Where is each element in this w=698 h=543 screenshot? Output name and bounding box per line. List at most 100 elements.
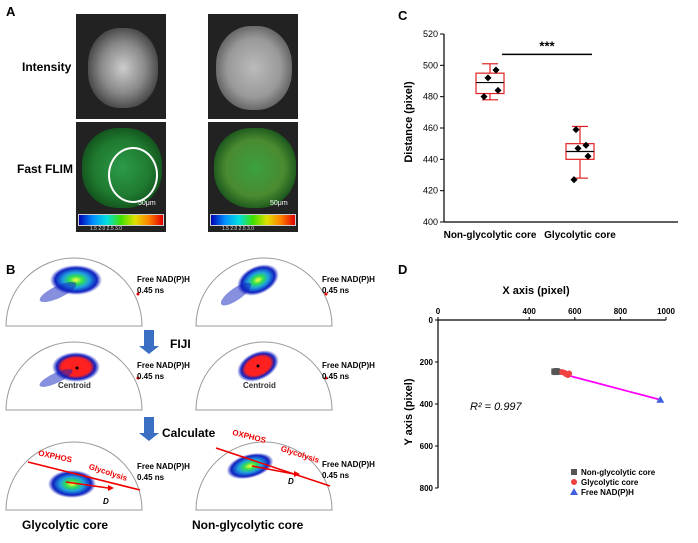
- centroid-label-a: Centroid: [58, 381, 91, 390]
- d-x-tick-label: 600: [568, 307, 582, 316]
- free-value-2a: 0.45 ns: [137, 372, 165, 381]
- semicircle-1b: [195, 257, 333, 327]
- phasor-blob-3b: [226, 452, 274, 480]
- c-y-tick-label: 420: [423, 186, 438, 196]
- c-x-categories: Non-glycolytic core Glycolytic core: [444, 230, 617, 241]
- d-y-tick-label: 800: [420, 484, 434, 493]
- d-marker-triangle: [570, 488, 578, 495]
- flim-image-right: 50μm 1.5 2.0 2.5 3.0: [208, 122, 298, 232]
- colorbar-ticks-left: 1.5 2.0 2.5 3.0: [90, 226, 122, 232]
- c-boxes: [475, 63, 595, 184]
- panel-a-label: A: [6, 4, 16, 19]
- d-marker-square: [571, 469, 577, 475]
- c-y-axis-label: Distance (pixel): [403, 81, 415, 163]
- free-label-1a: Free NAD(P)H: [137, 275, 190, 284]
- d-x-tick-label: 800: [614, 307, 628, 316]
- c-data-point: [494, 86, 502, 94]
- phasor-row-2: [5, 341, 333, 411]
- centroid-point-2a: [75, 366, 79, 370]
- row-label-fast-flim: Fast FLIM: [17, 162, 73, 176]
- free-value-1b: 0.45 ns: [322, 286, 350, 295]
- d-legend-label: Free NAD(P)H: [581, 488, 634, 497]
- c-y-tick-label: 500: [423, 60, 438, 70]
- d-r2-annotation: R² = 0.997: [470, 401, 523, 413]
- colorbar-right: [210, 214, 296, 226]
- bottom-label-glycolytic: Glycolytic core: [22, 518, 109, 532]
- c-data-point: [484, 74, 492, 82]
- step-calculate-label: Calculate: [162, 426, 216, 440]
- centroid-point-2b: [256, 364, 260, 368]
- d-x-tick-label: 0: [436, 307, 441, 316]
- d-marker-square: [554, 368, 561, 375]
- c-data-point: [574, 144, 582, 152]
- d-points: [551, 368, 665, 403]
- d-marker-triangle: [656, 395, 665, 403]
- centroid-label-b: Centroid: [243, 381, 276, 390]
- d-label-a: D: [103, 497, 109, 506]
- c-data-point: [492, 66, 500, 74]
- c-data-point: [572, 126, 580, 134]
- bottom-label-nonglycolytic: Non-glycolytic core: [192, 518, 304, 532]
- d-legend-label: Non-glycolytic core: [581, 468, 656, 477]
- c-data-point: [570, 176, 578, 184]
- free-nadh-point-1a: [136, 292, 140, 296]
- free-label-3b: Free NAD(P)H: [322, 460, 375, 469]
- free-label-1b: Free NAD(P)H: [322, 275, 375, 284]
- d-y-ticks: 0 200 400 600 800: [420, 316, 438, 493]
- phasor-row-1: [5, 257, 333, 327]
- scale-bar-label-left: 50μm: [138, 200, 156, 207]
- flim-image-left: 50μm 1.5 2.0 2.5 3.0: [76, 122, 166, 232]
- c-y-tick-label: 440: [423, 154, 438, 164]
- c-significance-label: ***: [539, 38, 555, 53]
- d-marker-circle: [571, 479, 577, 485]
- step-arrow-2: [139, 417, 159, 441]
- free-nadh-point-1b: [324, 292, 328, 296]
- c-data-point: [480, 93, 488, 101]
- d-fit-line: [552, 370, 661, 401]
- d-marker-circle: [566, 370, 573, 377]
- colorbar-left: [78, 214, 164, 226]
- intensity-image-right: [208, 14, 298, 119]
- row-label-intensity: Intensity: [22, 60, 72, 74]
- panel-d-label: D: [398, 262, 408, 277]
- c-x-category-label: Non-glycolytic core: [444, 230, 537, 241]
- step-arrow-1: [139, 330, 159, 354]
- d-x-tick-label: 400: [523, 307, 537, 316]
- phasor-panel: [5, 257, 333, 511]
- d-axes: [437, 319, 666, 488]
- phasor-blob-3a: [48, 470, 96, 498]
- scale-bar-label-right: 50μm: [270, 200, 288, 207]
- d-y-tick-label: 400: [420, 400, 434, 409]
- c-y-tick-label: 460: [423, 123, 438, 133]
- c-y-ticks: 400 420 440 460 480 500 520: [423, 30, 444, 227]
- d-x-tick-label: 1000: [657, 307, 675, 316]
- d-fit-line-segment: [552, 370, 661, 401]
- c-axes: [443, 34, 678, 223]
- c-x-category-label: Glycolytic core: [544, 230, 616, 241]
- panel-c-label: C: [398, 8, 408, 23]
- c-box: [475, 72, 505, 95]
- free-label-2b: Free NAD(P)H: [322, 361, 375, 370]
- free-label-3a: Free NAD(P)H: [137, 462, 190, 471]
- d-y-tick-label: 0: [429, 316, 434, 325]
- step-fiji-label: FIJI: [170, 337, 191, 351]
- panel-b-label: B: [6, 262, 16, 277]
- free-value-2b: 0.45 ns: [322, 372, 350, 381]
- c-y-tick-label: 520: [423, 30, 438, 39]
- c-data-point: [584, 152, 592, 160]
- d-label-b: D: [288, 477, 294, 486]
- d-x-axis-label: X axis (pixel): [502, 285, 570, 297]
- free-value-1a: 0.45 ns: [137, 286, 165, 295]
- phasor-row-3: [5, 441, 333, 511]
- colorbar-ticks-right: 1.5 2.0 2.5 3.0: [222, 226, 254, 232]
- free-value-3a: 0.45 ns: [137, 473, 165, 482]
- d-y-tick-label: 600: [420, 442, 434, 451]
- d-y-tick-label: 200: [420, 358, 434, 367]
- intensity-image-left: [76, 14, 166, 119]
- c-y-tick-label: 400: [423, 217, 438, 227]
- c-y-tick-label: 480: [423, 92, 438, 102]
- box-plot-chart: Distance (pixel) 400 420 440 460 480 500 520 N…: [403, 30, 678, 241]
- c-data-point: [582, 141, 590, 149]
